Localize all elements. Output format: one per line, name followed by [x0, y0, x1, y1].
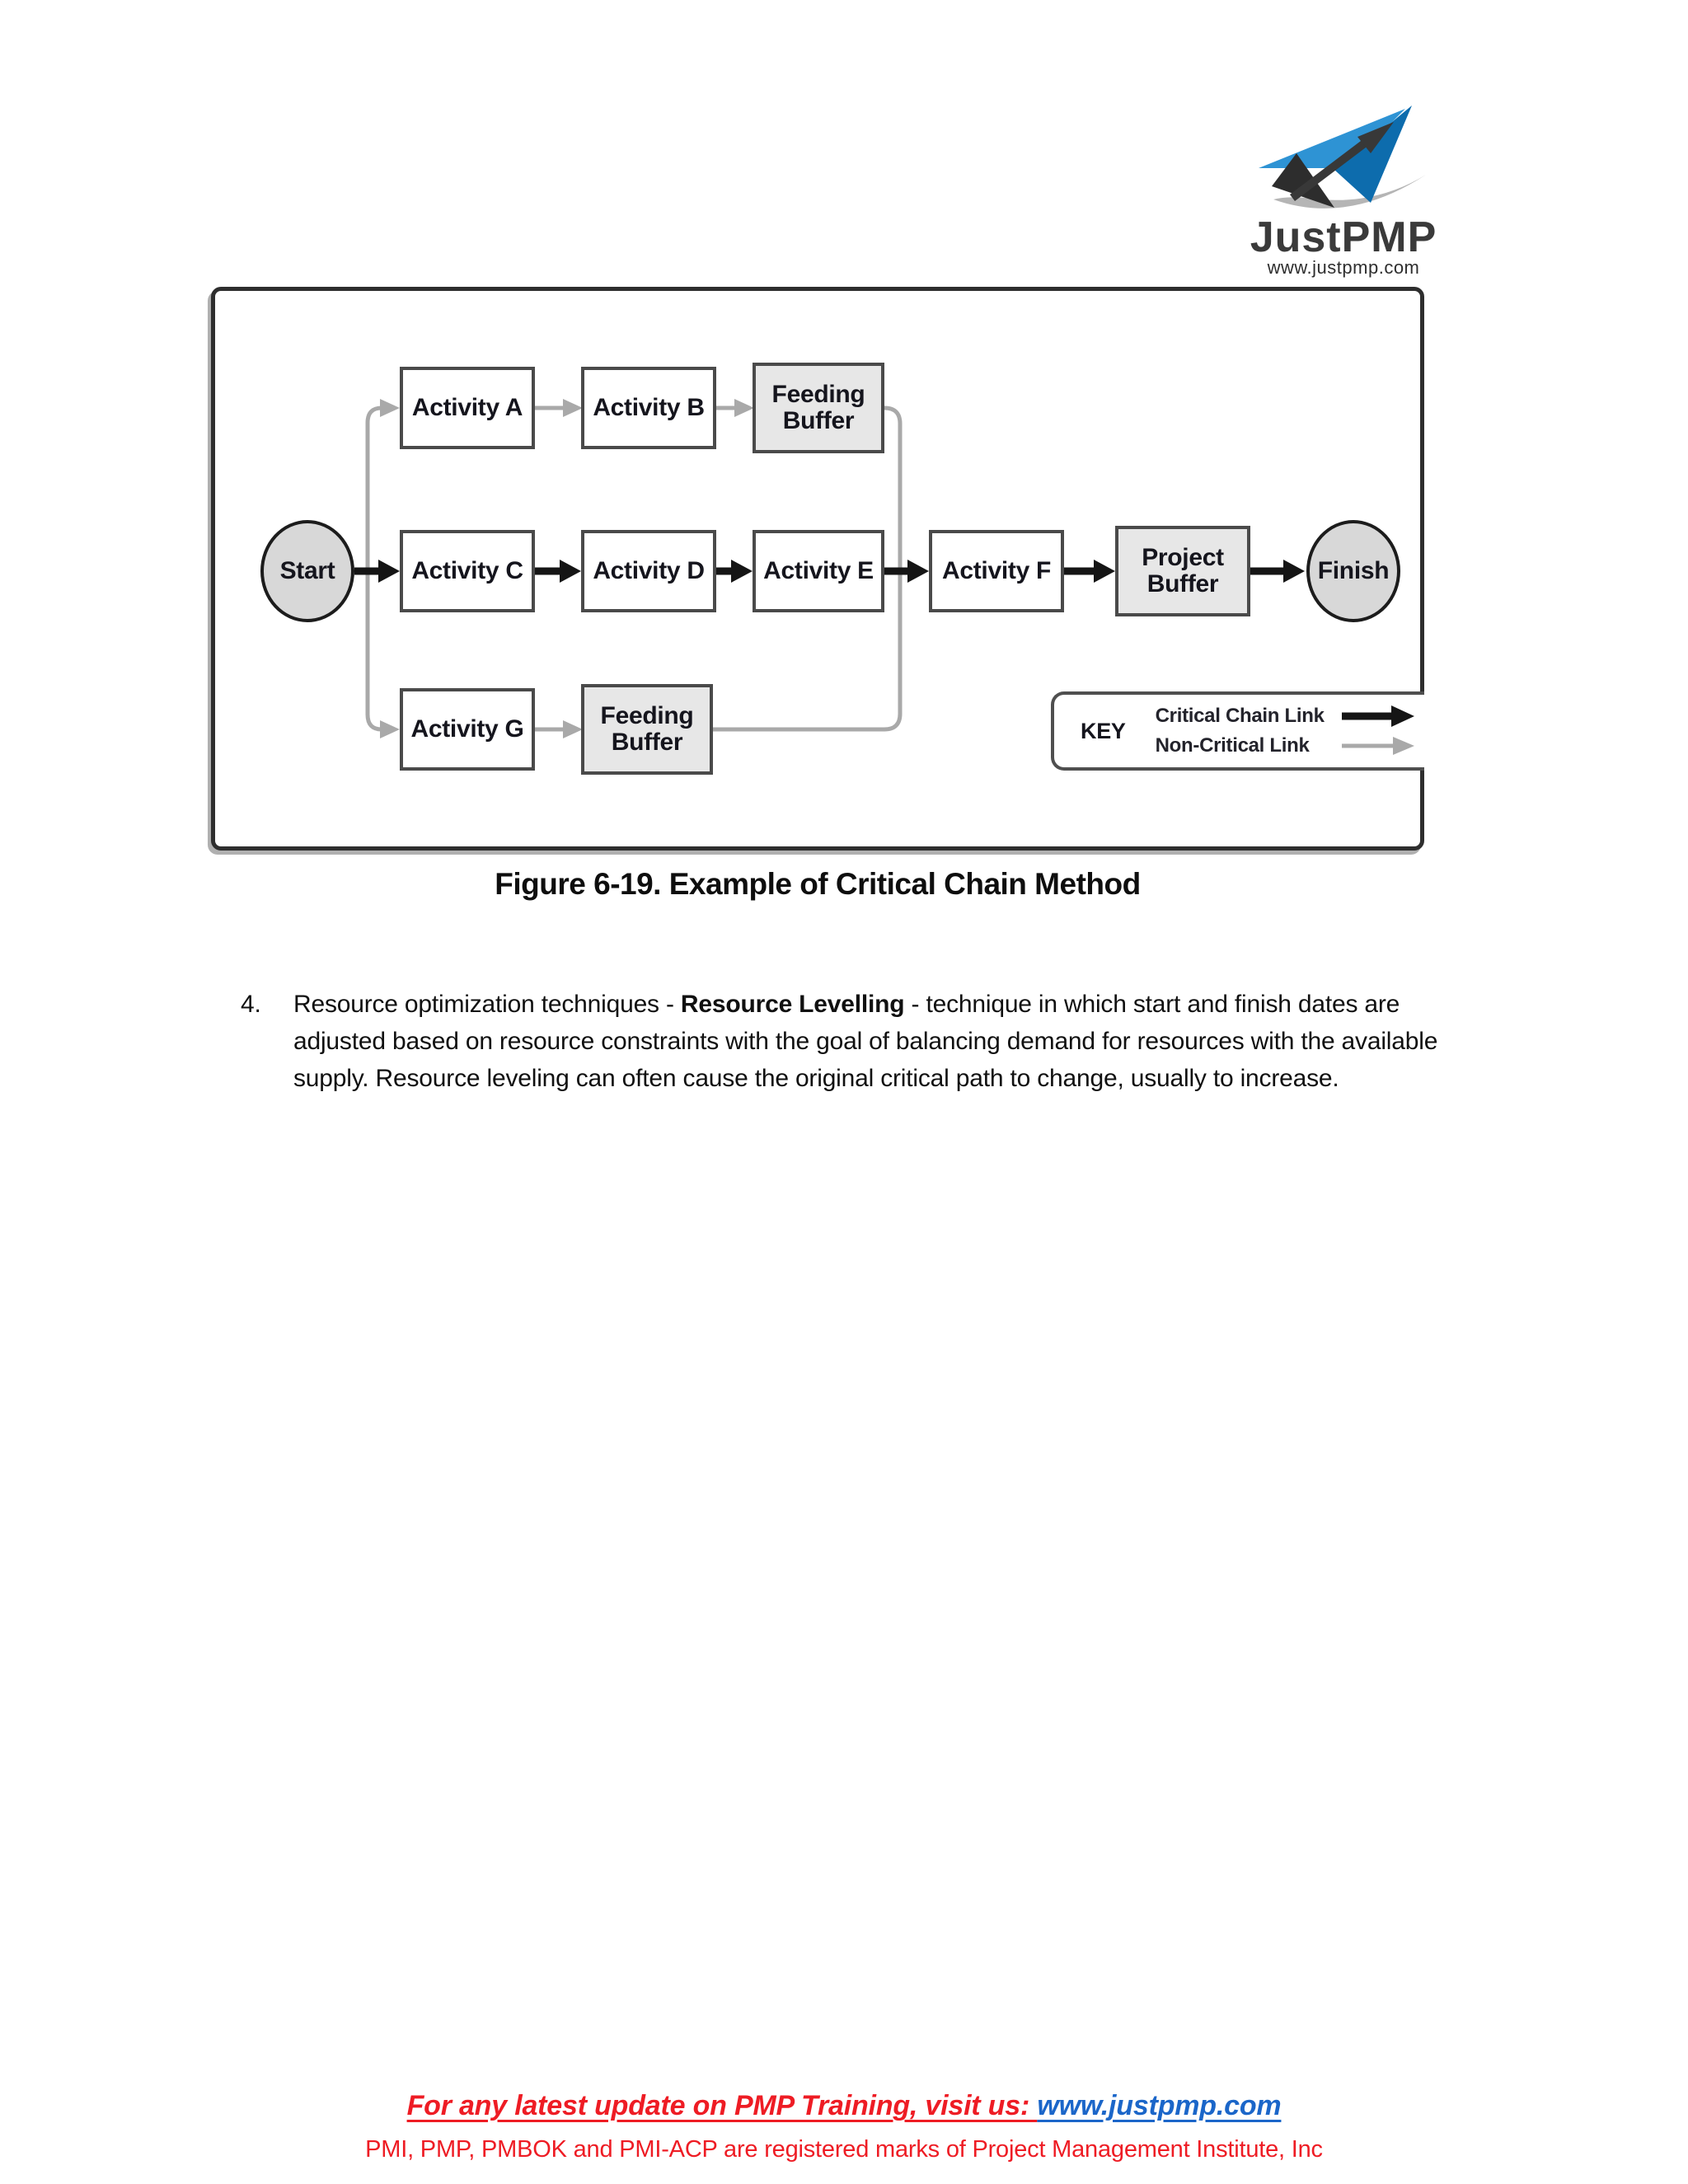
arrow-shaft-shape — [1290, 138, 1369, 201]
arrowhead-e-to-f — [907, 560, 929, 583]
non-critical-link-label: Non-Critical Link — [1155, 734, 1310, 757]
arrow-head-shape — [1357, 122, 1394, 153]
footer-website-link[interactable]: www.justpmp.com — [1037, 2090, 1282, 2121]
node-activity-b: Activity B — [581, 367, 716, 449]
key-row-non-critical: Non-Critical Link — [1156, 733, 1418, 758]
critical-chain-diagram: Start Activity A Activity B Feeding Buff… — [211, 287, 1424, 851]
arrowhead-b-to-feeding-buffer — [734, 399, 754, 417]
key-legend: KEY Critical Chain Link Non-Critical Lin… — [1051, 691, 1424, 771]
non-critical-link-arrow-icon — [1341, 737, 1414, 755]
text-lead: Resource optimization techniques - — [293, 991, 681, 1018]
key-title: KEY — [1081, 718, 1126, 743]
arrowhead-a-to-b — [563, 399, 583, 417]
figure-caption: Figure 6-19. Example of Critical Chain M… — [495, 867, 1141, 901]
node-activity-a: Activity A — [400, 367, 535, 449]
arrowhead-d-to-e — [731, 560, 753, 583]
feeding-buffer-merge-line — [713, 405, 903, 732]
text-rest: - technique in which start and finish da… — [293, 991, 1438, 1092]
arrowhead-g-to-feeding-buffer — [563, 720, 583, 738]
non-critical-arrowhead-to-a — [380, 399, 400, 417]
brand-website: www.justpmp.com — [1267, 257, 1420, 278]
paper-plane-icon — [1259, 105, 1426, 209]
node-project-buffer: Project Buffer — [1115, 526, 1250, 616]
node-activity-f: Activity F — [929, 530, 1064, 612]
text-bold-resource-levelling: Resource Levelling — [680, 991, 905, 1018]
non-critical-arrowhead-to-g — [380, 720, 400, 738]
node-activity-e: Activity E — [753, 530, 884, 612]
list-number: 4. — [241, 991, 261, 1018]
footer-trademark-notice: PMI, PMP, PMBOK and PMI-ACP are register… — [365, 2136, 1323, 2163]
swoosh-shape — [1273, 175, 1426, 209]
node-feeding-buffer-bottom: Feeding Buffer — [581, 684, 713, 775]
node-feeding-buffer-top: Feeding Buffer — [753, 363, 884, 453]
fold-shape — [1272, 153, 1334, 208]
node-activity-c: Activity C — [400, 530, 535, 612]
node-finish: Finish — [1306, 520, 1400, 622]
justpmp-logo: JustPMP www.justpmp.com — [1187, 99, 1500, 288]
list-item-text: Resource optimization techniques - Resou… — [293, 986, 1457, 1097]
left-wing-shape — [1259, 109, 1405, 168]
list-item-4: 4. Resource optimization techniques - Re… — [241, 986, 1469, 1097]
brand-name: JustPMP — [1250, 213, 1437, 261]
connector-layer — [354, 399, 1305, 738]
arrowhead-c-to-d — [560, 560, 581, 583]
key-row-critical: Critical Chain Link — [1156, 704, 1418, 729]
footer-notice-text: For any latest update on PMP Training, v… — [406, 2090, 1038, 2121]
footer-update-notice: For any latest update on PMP Training, v… — [0, 2090, 1688, 2122]
node-activity-g: Activity G — [400, 688, 535, 771]
node-start: Start — [260, 520, 354, 622]
arrowhead-start-to-c — [378, 560, 400, 583]
arrowhead-project-buffer-to-finish — [1283, 560, 1305, 583]
right-wing-shape — [1334, 105, 1412, 203]
critical-chain-link-label: Critical Chain Link — [1155, 705, 1325, 727]
critical-link-arrow-icon — [1341, 705, 1414, 727]
node-activity-d: Activity D — [581, 530, 716, 612]
arrowhead-f-to-project-buffer — [1094, 560, 1115, 583]
